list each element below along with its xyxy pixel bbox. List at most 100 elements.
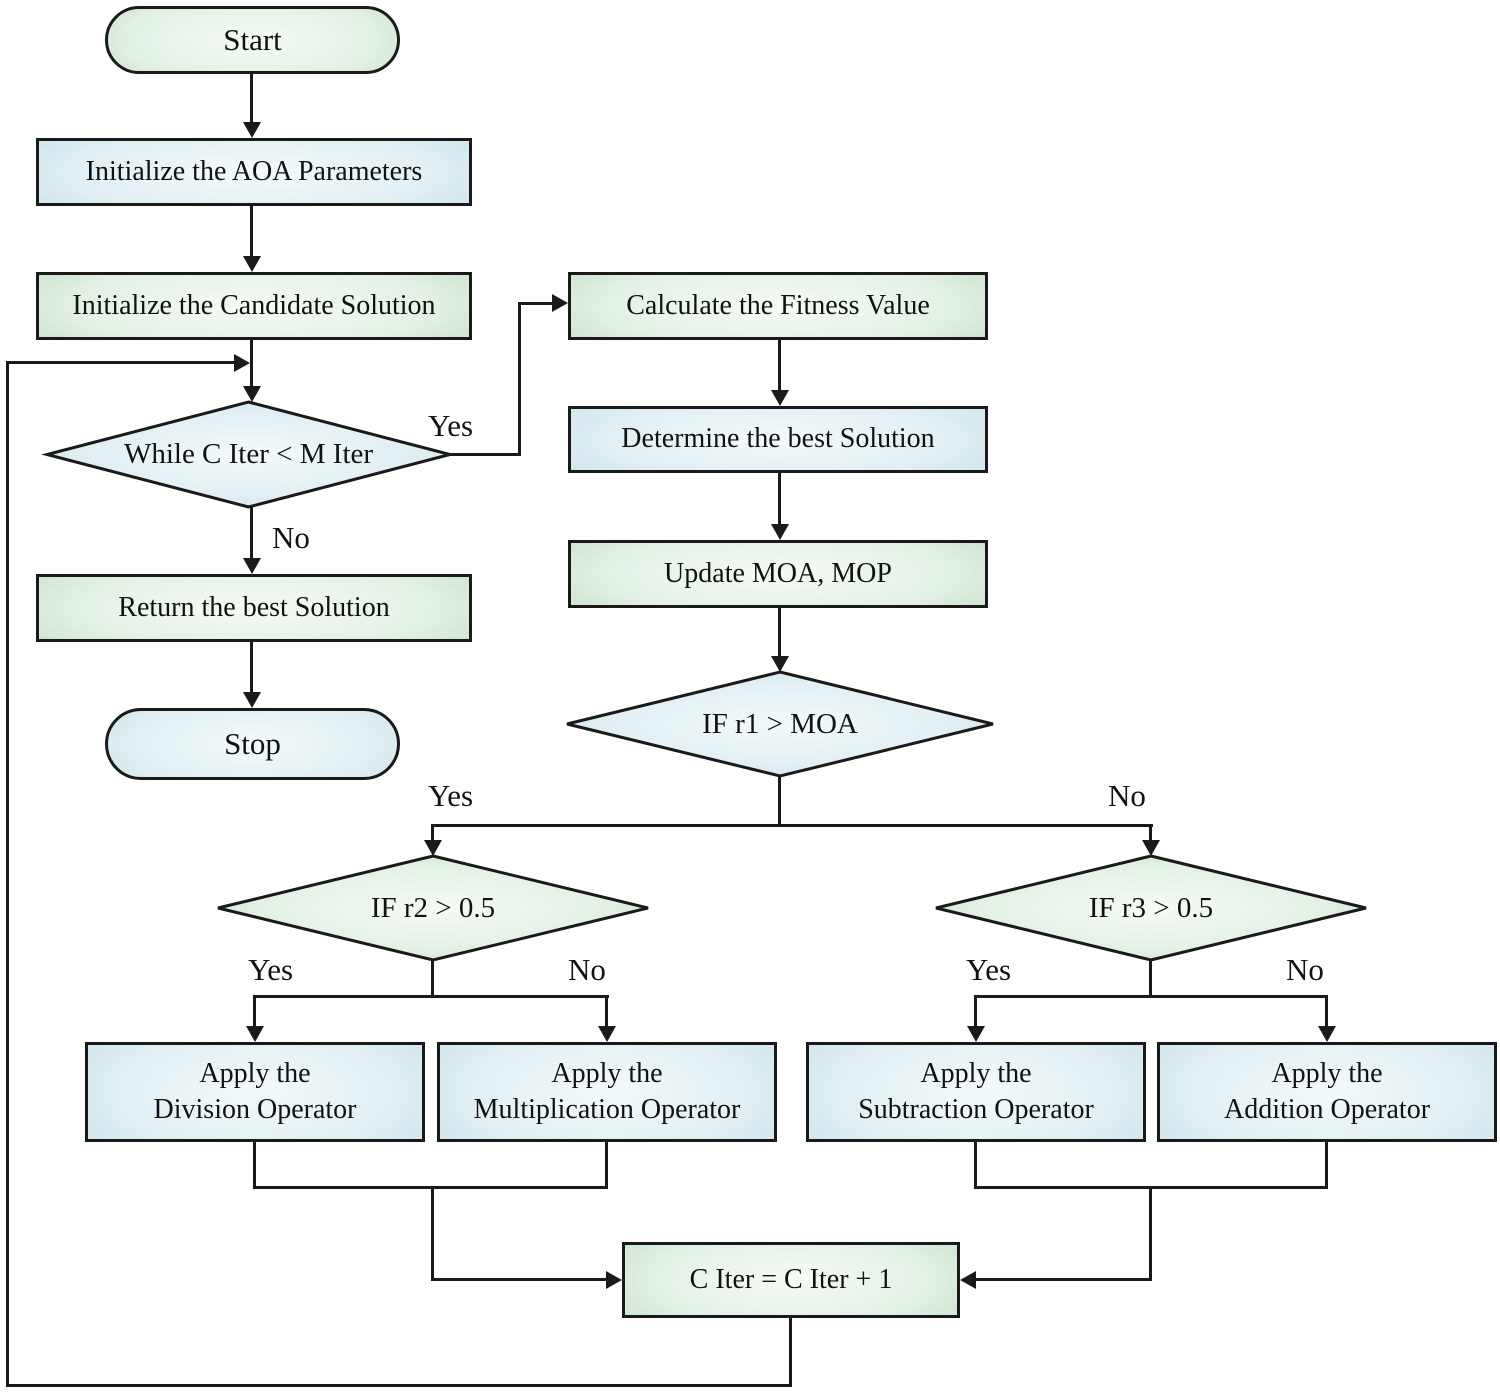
edge-whileyes-h2 [518, 302, 556, 305]
apply-subtraction-line2: Subtraction Operator [858, 1094, 1094, 1125]
arrow-into-calcfitness [552, 294, 568, 312]
node-apply-addition-operator: Apply the Addition Operator [1157, 1042, 1497, 1142]
node-if-r3-diamond [935, 854, 1367, 962]
edge-division-down [253, 1142, 256, 1189]
arrow-loop-reentry [234, 354, 250, 372]
node-apply-division-operator: Apply the Division Operator [85, 1042, 425, 1142]
edge-r2-stem [431, 960, 434, 997]
label-r1-no: No [1108, 778, 1146, 813]
edge-whileno [250, 507, 253, 560]
arrow-into-initcand [243, 256, 261, 272]
edge-loop-leftrail [6, 361, 9, 1387]
node-initialize-candidate-solution: Initialize the Candidate Solution [36, 272, 472, 340]
arrow-into-citer-right [960, 1271, 976, 1289]
arrow-into-while [243, 386, 261, 402]
arrow-into-determine [771, 390, 789, 406]
apply-addition-line1: Apply the [1271, 1057, 1383, 1089]
node-stop: Stop [105, 708, 400, 780]
apply-multiplication-line2: Multiplication Operator [473, 1094, 741, 1125]
arrow-into-citer-left [606, 1271, 622, 1289]
node-if-r2-diamond-label: IF r2 > 0.5 [215, 853, 651, 963]
edge-r1-no-v [1149, 824, 1152, 842]
node-initialize-candidate-solution-label: Initialize the Candidate Solution [72, 289, 436, 321]
node-determine-best-solution: Determine the best Solution [568, 406, 988, 473]
edge-initcand-while [250, 340, 253, 388]
node-start-label: Start [223, 21, 282, 57]
label-r3-no: No [1286, 952, 1324, 987]
edge-rightmerge-stem [1149, 1186, 1152, 1281]
node-while-diamond-label: While C Iter < M Iter [44, 399, 453, 510]
label-r1-yes: Yes [428, 778, 474, 813]
edge-addition-down [1325, 1142, 1328, 1189]
edge-r1-yes-v [431, 824, 434, 842]
node-update-moa-mop: Update MOA, MOP [568, 540, 988, 608]
label-while-yes: Yes [428, 408, 474, 443]
arrow-into-r1 [771, 656, 789, 672]
edge-r2-no-v [605, 995, 608, 1028]
arrow-into-multiplication [598, 1026, 616, 1042]
edge-rightmerge-h [976, 1278, 1152, 1281]
node-initialize-aoa-parameters-label: Initialize the AOA Parameters [85, 155, 423, 187]
node-start: Start [105, 6, 400, 74]
label-r2-yes: Yes [248, 952, 294, 987]
apply-subtraction-line1: Apply the [920, 1057, 1032, 1089]
node-stop-label: Stop [224, 725, 281, 761]
node-return-best-solution-label: Return the best Solution [118, 591, 390, 623]
edge-leftmerge-h [431, 1278, 608, 1281]
edge-citer-down [789, 1318, 792, 1386]
arrow-into-update [771, 524, 789, 540]
label-while-no: No [272, 520, 310, 555]
edge-r3-stem [1149, 960, 1152, 997]
while-text: While C Iter < M Iter [123, 438, 374, 470]
edge-r1-stem [778, 776, 781, 827]
edge-subtraction-down [974, 1142, 977, 1189]
node-if-r1-diamond [566, 670, 994, 778]
edge-whileyes-h1 [450, 453, 520, 456]
node-calculate-fitness-value: Calculate the Fitness Value [568, 272, 988, 340]
edge-r2-yes-v [253, 995, 256, 1028]
arrow-into-return [243, 558, 261, 574]
apply-division-line1: Apply the [199, 1057, 311, 1089]
arrow-into-addition [1318, 1026, 1336, 1042]
if-r3-text: IF r3 > 0.5 [1088, 891, 1214, 924]
node-apply-subtraction-operator: Apply the Subtraction Operator [806, 1042, 1146, 1142]
label-r2-no: No [568, 952, 606, 987]
edge-r3-rail [974, 995, 1328, 998]
label-r3-yes: Yes [966, 952, 1012, 987]
edge-start-initaoa [250, 74, 253, 124]
edge-leftmerge-rail [253, 1186, 608, 1189]
edge-return-stop [250, 642, 253, 694]
arrow-into-stop [243, 692, 261, 708]
edge-whileyes-v [518, 302, 521, 456]
node-while-diamond [41, 400, 456, 509]
node-citer-increment: C Iter = C Iter + 1 [622, 1242, 960, 1318]
node-determine-best-solution-label: Determine the best Solution [621, 423, 935, 455]
node-initialize-aoa-parameters: Initialize the AOA Parameters [36, 138, 472, 206]
edge-r1-rail [431, 824, 1153, 827]
edge-r2-rail [253, 995, 609, 998]
arrow-into-subtraction [967, 1026, 985, 1042]
arrow-into-initaoa [243, 122, 261, 138]
edge-loop-reentry [8, 361, 236, 364]
arrow-into-r3 [1142, 840, 1160, 856]
node-calculate-fitness-value-label: Calculate the Fitness Value [626, 289, 930, 321]
node-update-moa-mop-label: Update MOA, MOP [664, 557, 892, 589]
node-if-r1-diamond-label: IF r1 > MOA [564, 669, 996, 779]
arrow-into-r2 [424, 840, 442, 856]
edge-determine-update [778, 473, 781, 526]
node-if-r3-diamond-label: IF r3 > 0.5 [933, 853, 1369, 963]
arrow-into-division [246, 1026, 264, 1042]
edge-r3-yes-v [974, 995, 977, 1028]
edge-loop-bottom [6, 1384, 792, 1387]
edge-r3-no-v [1325, 995, 1328, 1028]
apply-multiplication-line1: Apply the [551, 1057, 663, 1089]
edge-initaoa-initcand [250, 206, 253, 258]
node-return-best-solution: Return the best Solution [36, 574, 472, 642]
edge-calc-determine [778, 340, 781, 392]
if-r1-text: IF r1 > MOA [702, 707, 858, 740]
apply-addition-line2: Addition Operator [1223, 1094, 1431, 1125]
edge-leftmerge-stem [431, 1186, 434, 1281]
if-r2-text: IF r2 > 0.5 [370, 891, 496, 924]
node-citer-increment-label: C Iter = C Iter + 1 [689, 1263, 893, 1295]
